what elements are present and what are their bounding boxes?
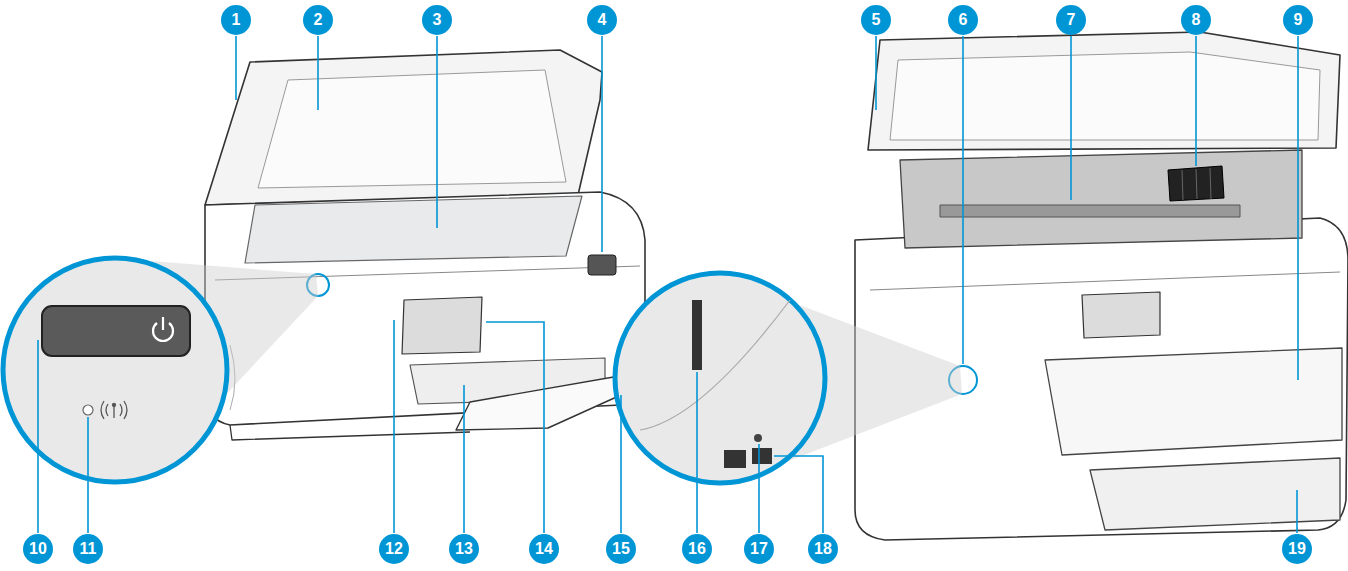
leader-lines	[38, 36, 1298, 533]
callout-number: 12	[379, 534, 409, 564]
callout-number: 6	[948, 5, 978, 35]
callout-number: 9	[1283, 5, 1313, 35]
power-panel-magnifier	[3, 258, 318, 482]
ports-magnifier	[615, 273, 962, 483]
callout-number: 18	[808, 534, 838, 564]
callout-number: 5	[861, 5, 891, 35]
callout-number: 2	[303, 5, 333, 35]
callout-number: 14	[529, 534, 559, 564]
callout-number: 11	[73, 534, 103, 564]
printer-open-view	[855, 32, 1348, 540]
callout-number: 10	[23, 534, 53, 564]
callout-number: 8	[1181, 5, 1211, 35]
callout-number: 3	[422, 5, 452, 35]
callout-number: 4	[587, 5, 617, 35]
callout-number: 13	[449, 534, 479, 564]
callout-number: 1	[221, 5, 251, 35]
callout-number: 15	[606, 534, 636, 564]
printer-front-view	[205, 50, 645, 440]
callout-number: 19	[1282, 534, 1312, 564]
callout-number: 7	[1056, 5, 1086, 35]
callout-number: 16	[682, 534, 712, 564]
callout-number: 17	[744, 534, 774, 564]
